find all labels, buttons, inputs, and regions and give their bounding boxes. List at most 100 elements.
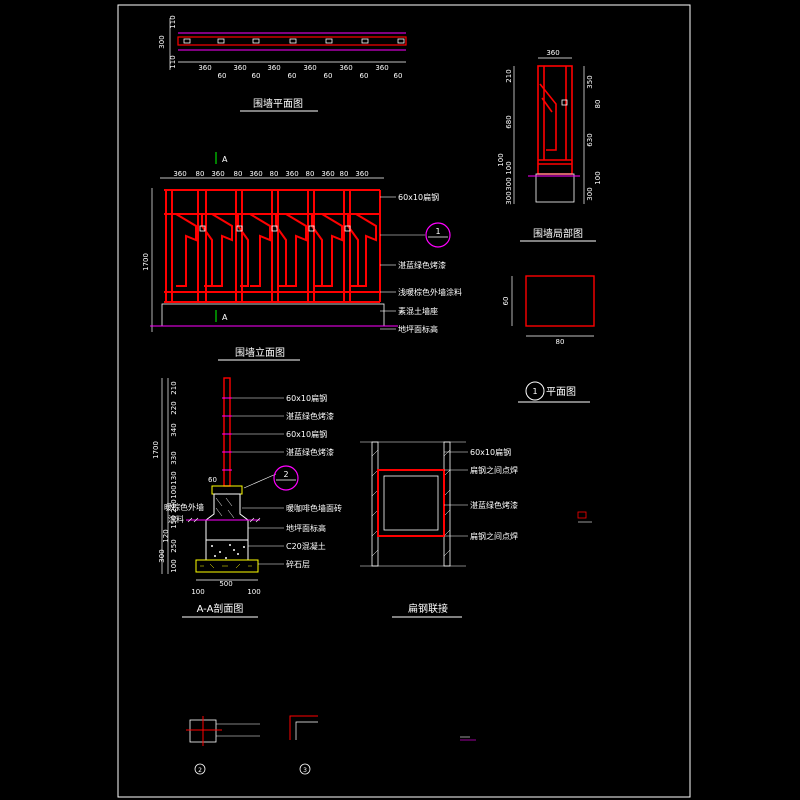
plan-dim-top-3: 60 <box>252 72 261 80</box>
joint-label-1: 扁钢之间点焊 <box>470 465 518 475</box>
section-dim-left-4: 130 <box>170 471 178 484</box>
section-left-label-1: 涂料 <box>168 514 184 524</box>
local-dim-right-1: 80 <box>594 100 602 109</box>
elev-dim-top-4: 360 <box>249 170 262 178</box>
local-dim-right-4: 300 <box>586 187 594 200</box>
local-dim-right-3: 100 <box>594 171 602 184</box>
mini-callout-3 <box>299 763 311 775</box>
elev-dim-top-7: 80 <box>306 170 315 178</box>
elev-label-4: 地坪面标高 <box>398 324 438 334</box>
plan-dim-top-4: 360 <box>267 64 280 72</box>
plan-dim-top-11: 60 <box>394 72 403 80</box>
plan-dim-top-6: 360 <box>303 64 316 72</box>
joint-label-2: 湛蓝绿色烤漆 <box>470 500 518 510</box>
section-left-label-0: 暖棕色外墙 <box>164 502 204 512</box>
local-dim-left-3: 100 <box>505 161 513 174</box>
plan-title: 围墙平面图 <box>253 97 303 110</box>
elev-dim-top-9: 80 <box>340 170 349 178</box>
plan-dim-top-9: 60 <box>360 72 369 80</box>
elev-label-2: 浅暖棕色外墙涂料 <box>398 287 462 297</box>
sheet-border <box>117 4 691 798</box>
section-dim-bottom-0: 100 <box>191 588 204 596</box>
mini-callout-2 <box>194 763 206 775</box>
section-dim-bottom-2: 100 <box>247 588 260 596</box>
plan1-title: 平面图 <box>546 386 576 398</box>
local-dim-left-0: 210 <box>505 69 513 82</box>
detail-callout-1-num: 1 <box>435 227 440 236</box>
wall-local-detail: 360 210 680 100 100 300 300 350 80 630 1… <box>497 49 602 242</box>
elev-section-mark-bottom: A <box>222 313 228 322</box>
section-dim-left-10: 300 <box>158 549 166 562</box>
elev-dim-top-3: 80 <box>234 170 243 178</box>
section-dim-left-0: 210 <box>170 381 178 394</box>
small-marks <box>460 511 592 741</box>
plan-dim-top-8: 360 <box>339 64 352 72</box>
plan-dim-top-10: 360 <box>375 64 388 72</box>
local-dim-left-4: 300 <box>505 177 513 190</box>
section-dim-left-2: 340 <box>170 423 178 436</box>
local-dim-left-2: 100 <box>497 153 505 166</box>
section-dim-left-1: 220 <box>170 401 178 414</box>
plan1-dim-side: 60 <box>502 297 510 306</box>
section-dim-left-7: 150 <box>170 515 178 528</box>
section-height: 1700 <box>152 441 160 459</box>
flat-steel-joint-detail: 60x10扁钢 扁钢之间点焊 湛蓝绿色烤漆 扁钢之间点焊 扁钢联接 <box>360 441 518 618</box>
elev-dim-top-0: 360 <box>173 170 186 178</box>
elevation-fence-steel <box>164 189 381 303</box>
elev-section-mark-top: A <box>222 155 228 164</box>
section-dim-60: 60 <box>208 476 217 484</box>
plan-dim-left-0: 110 <box>169 15 177 28</box>
section-label-3: 湛蓝绿色烤漆 <box>286 447 334 457</box>
section-label-7: 碎石层 <box>286 559 310 569</box>
mini-callout-3-num: 3 <box>303 767 307 774</box>
section-dim-left-11: 100 <box>170 559 178 572</box>
joint-label-3: 扁钢之间点焊 <box>470 531 518 541</box>
local-title: 围墙局部图 <box>533 227 583 240</box>
mini-detail-2: 2 <box>186 716 260 775</box>
section-callout-2-num: 2 <box>283 470 288 479</box>
section-label-5: 地坪面标高 <box>286 523 326 533</box>
section-label-2: 60x10扁钢 <box>286 429 327 439</box>
elev-label-0: 60x10扁钢 <box>398 192 439 202</box>
plan-dim-left-1: 300 <box>158 35 166 48</box>
plan-dim-top-2: 360 <box>233 64 246 72</box>
local-dim-left-1: 680 <box>505 115 513 128</box>
mini-detail-3: 3 <box>289 715 318 775</box>
elev-dim-top-6: 360 <box>285 170 298 178</box>
section-dim-left-3: 330 <box>170 451 178 464</box>
joint-title: 扁钢联接 <box>408 602 448 615</box>
plan-dim-top-1: 60 <box>218 72 227 80</box>
elev-dim-top-5: 80 <box>270 170 279 178</box>
detail-callout-1 <box>425 222 451 248</box>
wall-plan-view: 360 60 360 60 360 60 360 60 360 60 360 6… <box>158 15 407 112</box>
local-dim-right-0: 350 <box>586 75 594 88</box>
plan-dim-left-2: 110 <box>169 55 177 68</box>
section-dim-left-9: 250 <box>170 539 178 552</box>
elev-dim-top-2: 360 <box>211 170 224 178</box>
section-a-a: 1700 210 220 340 330 130 100 200 150 120… <box>152 377 342 618</box>
section-label-6: C20混凝土 <box>286 541 326 551</box>
section-dim-left-6: 200 <box>170 499 178 512</box>
plan1-num: 1 <box>532 387 537 396</box>
section-label-0: 60x10扁钢 <box>286 393 327 403</box>
plan1-num-circle <box>525 381 545 401</box>
section-callout-2 <box>273 465 299 491</box>
elev-title: 围墙立面图 <box>235 346 285 359</box>
elev-dim-top-1: 80 <box>196 170 205 178</box>
elev-dim-top-10: 360 <box>355 170 368 178</box>
section-dim-left-5: 100 <box>170 485 178 498</box>
elev-dim-top-8: 360 <box>321 170 334 178</box>
elev-label-3: 素混土墙座 <box>398 306 438 316</box>
section-label-1: 湛蓝绿色烤漆 <box>286 411 334 421</box>
section-dim-bottom-1: 500 <box>219 580 232 588</box>
plan-detail-1: 60 80 1 平面图 <box>502 275 595 403</box>
local-dim-left-5: 300 <box>505 191 513 204</box>
plan-dim-top-5: 60 <box>288 72 297 80</box>
mini-callout-2-num: 2 <box>198 767 202 774</box>
elev-height: 1700 <box>142 253 150 271</box>
section-label-4: 暖咖啡色墙面砖 <box>286 503 342 513</box>
section-title: A-A剖面图 <box>197 602 244 615</box>
plan-dim-top-0: 360 <box>198 64 211 72</box>
elev-label-1: 湛蓝绿色烤漆 <box>398 260 446 270</box>
